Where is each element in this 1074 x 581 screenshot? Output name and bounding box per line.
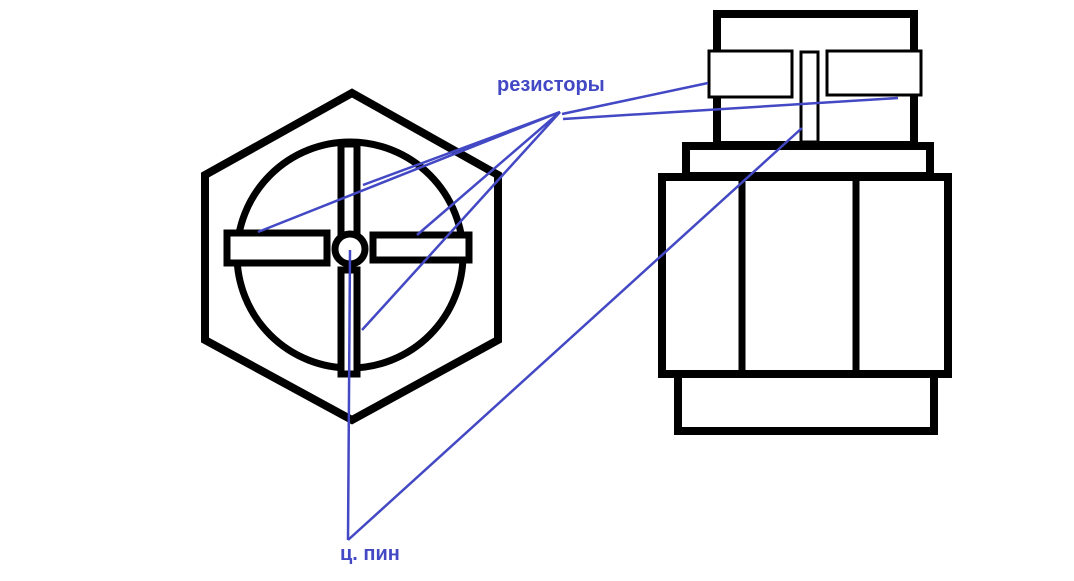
resistor-left [223, 229, 331, 267]
leader-line [346, 249, 352, 541]
leader-line [361, 111, 561, 331]
hex-nut [201, 88, 502, 425]
side-resistor-right [825, 49, 923, 97]
leader-line [347, 127, 803, 541]
resistors-label: резисторы [497, 74, 605, 96]
resistor-right [369, 231, 473, 264]
leader-line [562, 96, 899, 121]
side-resistor-left [707, 49, 794, 99]
side-view [658, 10, 952, 435]
front-view [201, 88, 502, 425]
base [674, 370, 938, 435]
side-pin [799, 50, 820, 144]
main-body [658, 173, 952, 378]
leader-line [561, 81, 709, 116]
annotation-lines [257, 81, 899, 541]
collar [682, 142, 934, 180]
resistor-top [337, 140, 361, 242]
leader-line [416, 111, 561, 236]
leader-line [362, 110, 561, 187]
leader-line [257, 110, 561, 234]
center-pin-label: ц. пин [340, 543, 400, 565]
